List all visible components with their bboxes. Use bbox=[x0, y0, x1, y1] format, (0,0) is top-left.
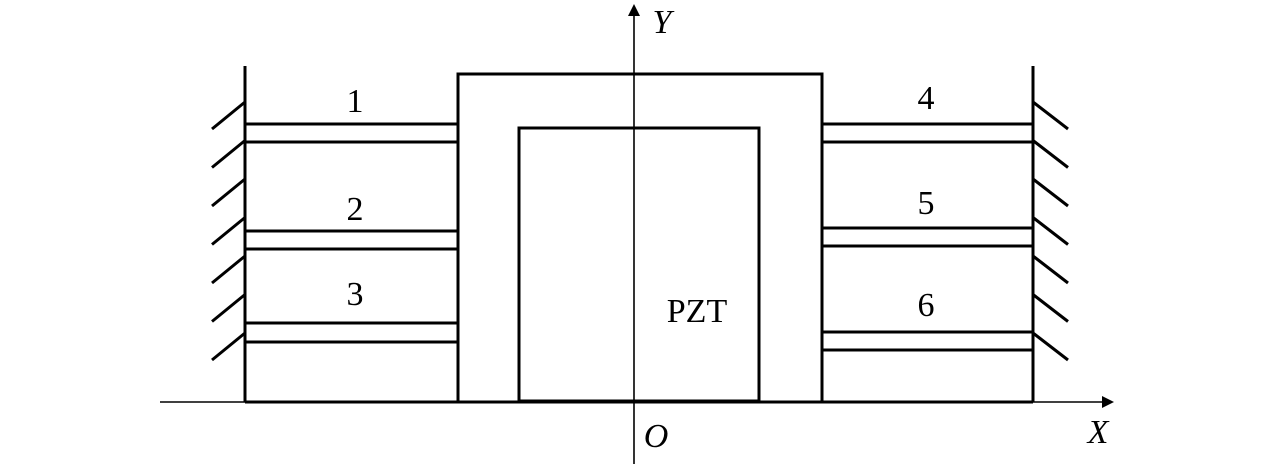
x-axis-label: X bbox=[1086, 414, 1110, 451]
beam-6 bbox=[822, 330, 1033, 352]
beam-2-label: 2 bbox=[347, 191, 364, 228]
beam-4-label: 4 bbox=[918, 80, 935, 117]
pzt-label: PZT bbox=[667, 293, 728, 330]
beam-1-label: 1 bbox=[347, 83, 364, 120]
beam-3-label: 3 bbox=[347, 276, 364, 313]
hatch-mark bbox=[211, 139, 246, 169]
beam-2 bbox=[245, 229, 458, 251]
hatch-mark bbox=[211, 216, 246, 246]
y-axis-label: Y bbox=[653, 4, 675, 41]
outer-frame bbox=[456, 72, 824, 402]
beam-5 bbox=[822, 226, 1033, 248]
beam-6-label: 6 bbox=[918, 287, 935, 324]
hatch-mark bbox=[211, 254, 246, 285]
hatch-mark bbox=[1032, 139, 1069, 169]
beam-4 bbox=[822, 122, 1033, 144]
hatch-mark bbox=[1032, 100, 1069, 131]
hatch-mark bbox=[1032, 331, 1069, 362]
hatch-mark bbox=[211, 177, 246, 208]
origin-label: O bbox=[644, 418, 669, 455]
hatch-mark bbox=[1032, 293, 1069, 323]
beam-1 bbox=[245, 122, 458, 144]
left-wall-hatching bbox=[211, 100, 246, 362]
hatch-mark bbox=[211, 331, 246, 362]
hatch-mark bbox=[1032, 254, 1069, 285]
hatch-mark bbox=[1032, 177, 1069, 208]
pzt-block bbox=[517, 126, 761, 403]
hatch-mark bbox=[211, 293, 246, 323]
hatch-mark bbox=[211, 100, 246, 131]
hatch-mark bbox=[1032, 216, 1069, 246]
right-wall-hatching bbox=[1032, 100, 1069, 362]
beam-3 bbox=[245, 321, 458, 344]
beam-5-label: 5 bbox=[918, 185, 935, 222]
